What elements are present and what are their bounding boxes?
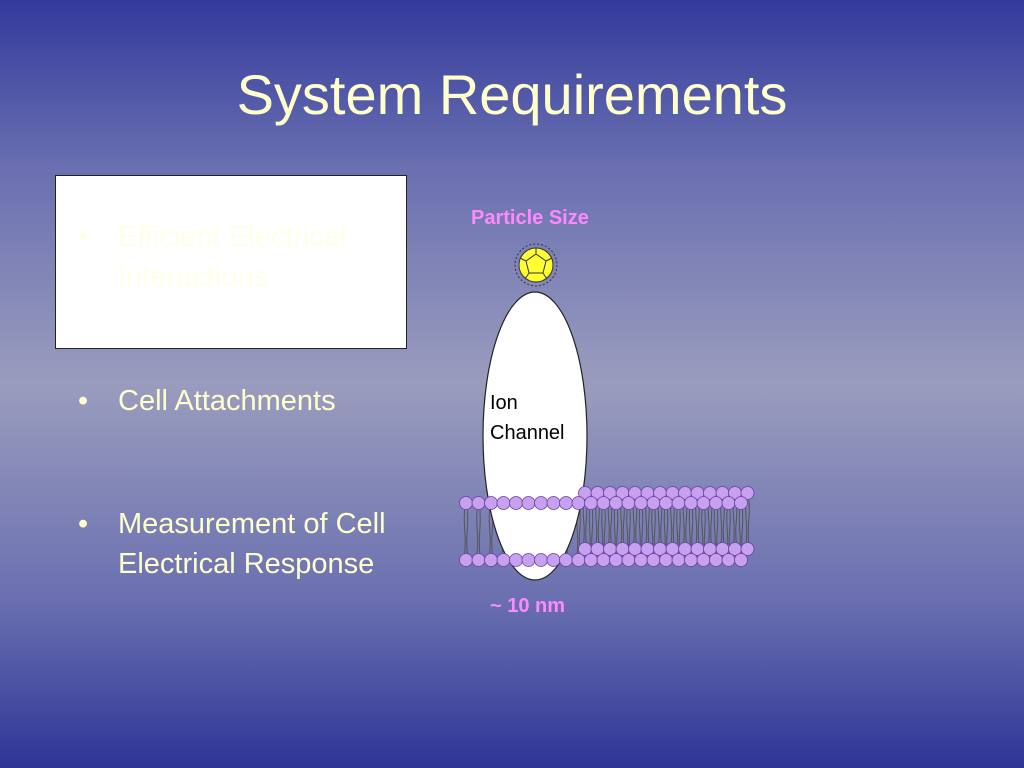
ion-channel-shape bbox=[482, 291, 588, 581]
lipid-head bbox=[471, 553, 486, 567]
lipid-head bbox=[496, 496, 511, 510]
lipid-head bbox=[571, 496, 586, 510]
lipid-head bbox=[596, 496, 611, 510]
lipid-head bbox=[721, 496, 736, 510]
lipid-head bbox=[521, 496, 536, 510]
lipid-head bbox=[684, 496, 698, 510]
bullet-text: Measurement of Cell Electrical Response bbox=[118, 508, 386, 580]
lipid-head bbox=[671, 553, 686, 567]
lipid-head bbox=[646, 496, 661, 510]
lipid-head bbox=[646, 553, 661, 567]
lipid-head bbox=[509, 496, 523, 510]
bullet-marker: • bbox=[78, 508, 89, 540]
lipid-head bbox=[659, 496, 673, 510]
lipid-head bbox=[634, 553, 648, 567]
lipid-head bbox=[634, 496, 648, 510]
slide-title: System Requirements bbox=[236, 63, 788, 126]
lipid-head bbox=[621, 553, 636, 567]
ion-channel-label-line1: Ion bbox=[490, 392, 518, 414]
lipid-head bbox=[621, 496, 636, 510]
lipid-head bbox=[709, 553, 723, 567]
lipid-heads bbox=[459, 486, 755, 567]
highlight-box bbox=[55, 175, 407, 349]
lipid-head bbox=[546, 553, 561, 567]
lipid-head bbox=[609, 496, 623, 510]
lipid-head bbox=[659, 553, 673, 567]
lipid-head bbox=[734, 553, 748, 567]
lipid-head bbox=[521, 553, 536, 567]
lipid-head bbox=[571, 553, 586, 567]
lipid-head bbox=[696, 496, 711, 510]
lipid-head bbox=[509, 553, 523, 567]
lipid-tail bbox=[463, 509, 469, 556]
lipid-head bbox=[484, 496, 498, 510]
lipid-head bbox=[484, 553, 498, 567]
lipid-head bbox=[584, 553, 598, 567]
lipid-head bbox=[734, 496, 748, 510]
scale-label: ~ 10 nm bbox=[490, 595, 566, 617]
lipid-head bbox=[740, 542, 755, 556]
bullet-text: Cell Attachments bbox=[118, 385, 336, 417]
lipid-head bbox=[684, 553, 698, 567]
lipid-head bbox=[671, 496, 686, 510]
ion-channel-label-line2: Channel bbox=[490, 422, 565, 444]
lipid-head bbox=[534, 496, 548, 510]
lipid-head bbox=[471, 496, 486, 510]
lipid-head bbox=[709, 496, 723, 510]
bullet-text: Efficient Electrical Interactions bbox=[118, 221, 347, 293]
ion-channel-label: Ion Channel bbox=[490, 388, 565, 448]
lipid-head bbox=[459, 496, 473, 510]
lipid-head bbox=[459, 553, 473, 567]
particle-icon bbox=[514, 243, 558, 287]
lipid-head bbox=[696, 553, 711, 567]
lipid-head bbox=[609, 553, 623, 567]
bullet-marker: • bbox=[78, 385, 89, 417]
lipid-head bbox=[740, 486, 755, 500]
bullet-marker: • bbox=[78, 221, 89, 253]
lipid-head bbox=[546, 496, 561, 510]
lipid-head bbox=[559, 496, 573, 510]
lipid-head bbox=[559, 553, 573, 567]
lipid-head bbox=[596, 553, 611, 567]
particle-size-label: Particle Size bbox=[471, 207, 589, 229]
lipid-tail bbox=[476, 509, 481, 556]
lipid-head bbox=[584, 496, 598, 510]
lipid-head bbox=[496, 553, 511, 567]
lipid-head bbox=[534, 553, 548, 567]
lipid-head bbox=[721, 553, 736, 567]
